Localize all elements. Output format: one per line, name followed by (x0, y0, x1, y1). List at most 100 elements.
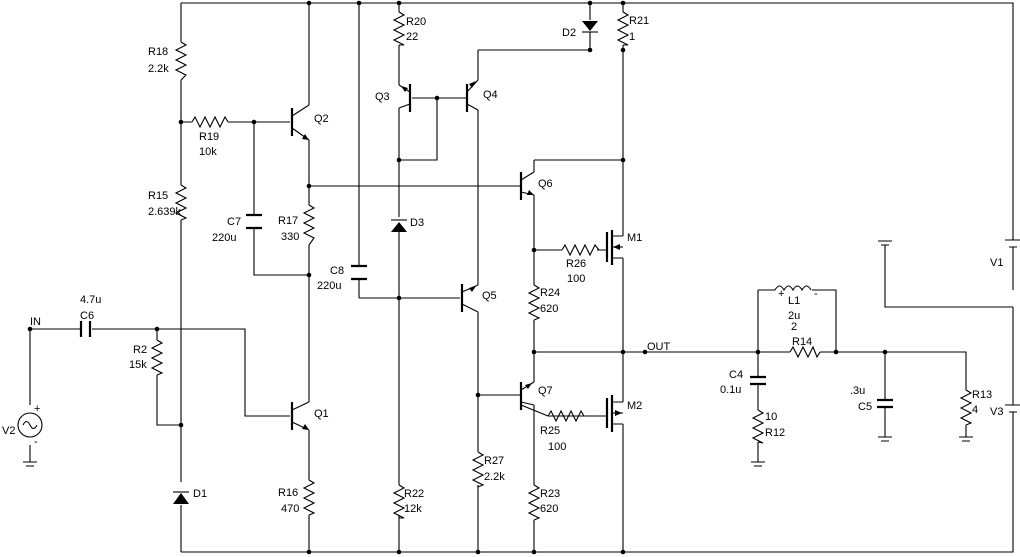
r16-ref: R16 (278, 487, 298, 499)
transistor-q7: Q7 (519, 381, 553, 417)
capacitor-c8: C8 220u (317, 264, 367, 292)
q6-ref: Q6 (538, 178, 553, 190)
mosfet-m1: M1 (605, 228, 642, 265)
r24-value: 620 (540, 303, 558, 315)
v3-ref: V3 (990, 406, 1003, 418)
q1-ref: Q1 (314, 408, 329, 420)
c8-ref: C8 (330, 265, 344, 277)
net-labels: IN OUT (30, 316, 671, 353)
ground-r13 (959, 436, 973, 442)
voltage-source-v2: + - V2 (2, 403, 43, 448)
ground-v2 (23, 461, 37, 467)
r23-ref: R23 (540, 488, 560, 500)
resistor-r13: R13 4 (959, 389, 992, 426)
battery-v1: V1 (990, 239, 1020, 290)
r19-ref: R19 (199, 131, 219, 143)
resistor-r25: R25 100 (540, 409, 607, 453)
capacitor-c7: C7 220u (212, 213, 262, 244)
r21-value: 1 (629, 31, 635, 43)
r22-ref: R22 (404, 488, 424, 500)
net-in-label: IN (30, 316, 41, 328)
v2-plus: + (34, 403, 40, 415)
r26-value: 100 (567, 273, 585, 285)
r2-value: 15k (129, 359, 147, 371)
c4-ref: C4 (729, 369, 743, 381)
q2-ref: Q2 (314, 113, 329, 125)
r18-ref: R18 (148, 46, 168, 58)
capacitor-c5: .3u C5 (850, 385, 893, 413)
r27-ref: R27 (484, 455, 504, 467)
r15-value: 2.639k (148, 206, 182, 218)
transistor-q2: Q2 (290, 104, 329, 141)
c6-ref: C6 (80, 310, 94, 322)
r18-value: 2.2k (148, 63, 169, 75)
r20-ref: R20 (406, 16, 426, 28)
capacitor-c6: 4.7u C6 (79, 294, 101, 337)
q7-ref: Q7 (538, 385, 553, 397)
diode-d1: D1 (173, 488, 207, 504)
v2-minus: - (34, 436, 38, 448)
diode-d3: D3 (391, 217, 424, 232)
m2-ref: M2 (627, 400, 642, 412)
resistor-r23: R23 620 (527, 484, 560, 521)
mosfet-m2: M2 (605, 392, 642, 432)
r27-value: 2.2k (484, 471, 505, 483)
resistor-r21: R21 1 (616, 11, 649, 46)
junction-dots (27, 0, 888, 555)
net-out-label: OUT (647, 341, 671, 353)
r22-value: 12k (404, 503, 422, 515)
r26-ref: R26 (566, 258, 586, 270)
resistor-r27: R27 2.2k (471, 451, 505, 488)
v2-ref: V2 (2, 425, 15, 437)
resistor-r18: R18 2.2k (148, 41, 188, 81)
v1-ref: V1 (990, 257, 1003, 269)
wires (29, 2, 1014, 553)
transistor-q3: Q3 (375, 84, 412, 112)
r19-value: 10k (199, 146, 217, 158)
r17-value: 330 (281, 231, 299, 243)
l1-ref: L1 (788, 295, 800, 307)
ground-r12 (751, 461, 765, 467)
resistor-r20: R20 22 (392, 11, 426, 46)
ground-top (878, 240, 892, 246)
resistor-r16: R16 470 (278, 479, 316, 516)
inductor-l1: + - L1 2u 2 (774, 285, 818, 333)
l1-minus: - (814, 288, 818, 300)
r16-value: 470 (281, 503, 299, 515)
c7-value: 220u (212, 232, 236, 244)
c6-value: 4.7u (80, 294, 101, 306)
r2-ref: R2 (133, 344, 147, 356)
d3-ref: D3 (410, 217, 424, 229)
l1-plus: + (778, 288, 784, 300)
capacitor-c4: C4 0.1u (720, 369, 766, 396)
ground-symbols (23, 240, 973, 467)
r13-value: 4 (972, 404, 978, 416)
q5-ref: Q5 (482, 290, 497, 302)
transistor-q4: Q4 (465, 79, 498, 112)
resistor-r2: R2 15k (129, 339, 164, 376)
r23-value: 620 (540, 503, 558, 515)
r12-ref: R12 (765, 427, 785, 439)
r13-ref: R13 (972, 389, 992, 401)
r12-value: 10 (765, 411, 777, 423)
ground-c5 (878, 436, 892, 442)
l1-value: 2u (788, 310, 800, 322)
battery-v3: V3 (990, 307, 1020, 420)
c5-value: .3u (850, 385, 865, 397)
r17-ref: R17 (278, 215, 298, 227)
resistor-r22: R22 12k (392, 484, 424, 519)
r15-ref: R15 (148, 190, 168, 202)
d2-ref: D2 (562, 27, 576, 39)
r24-ref: R24 (540, 287, 560, 299)
c5-ref: C5 (858, 401, 872, 413)
r14-ref: R14 (792, 336, 812, 348)
resistor-r19: R19 10k (191, 115, 229, 158)
c8-value: 220u (317, 280, 341, 292)
l1-value2: 2 (791, 321, 797, 333)
resistor-r14: R14 (789, 336, 821, 359)
q3-ref: Q3 (375, 91, 390, 103)
r25-value: 100 (548, 441, 566, 453)
transistor-q5: Q5 (460, 284, 497, 313)
